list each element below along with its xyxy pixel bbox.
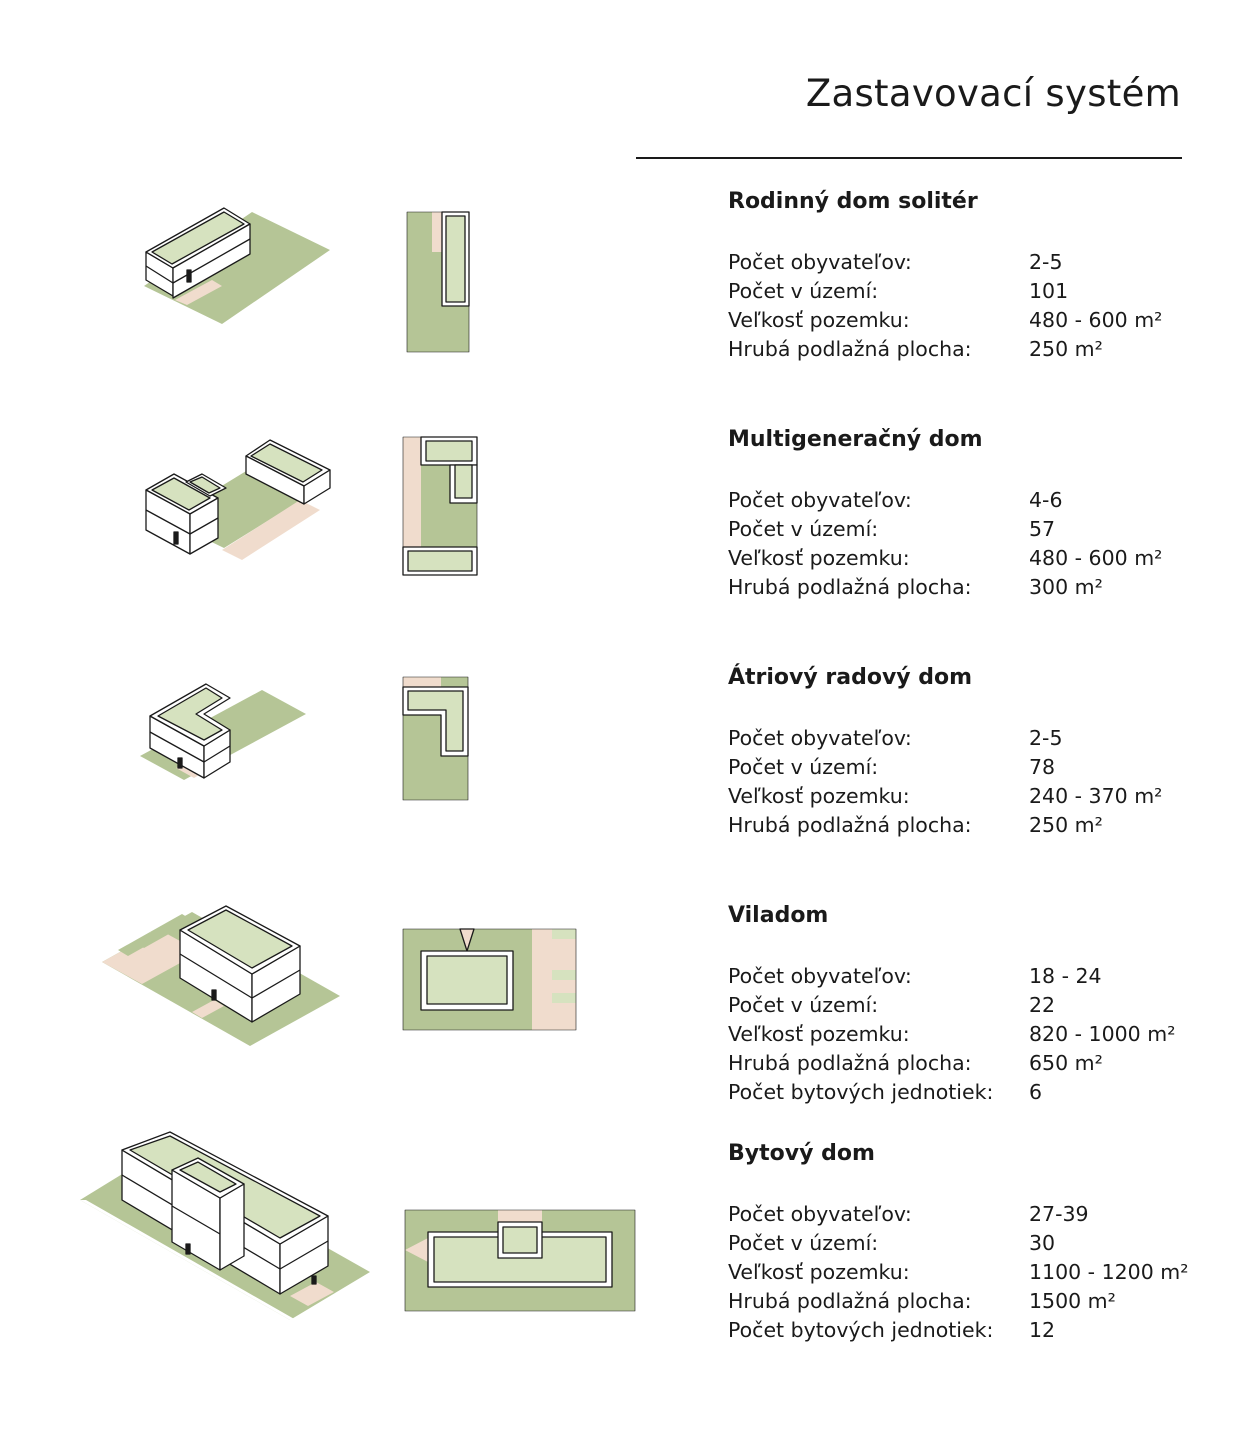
data-row: Veľkosť pozemku: 480 - 600 m² [728, 544, 1208, 573]
row-value: 2-5 [1029, 726, 1063, 750]
row-label: Počet obyvateľov: [728, 250, 912, 274]
isometric-building-icon [80, 1131, 370, 1320]
data-row: Počet v území: 78 [728, 753, 1208, 782]
isometric-building-icon [145, 439, 331, 560]
data-row: Počet v území: 57 [728, 515, 1208, 544]
data-row: Počet bytových jednotiek: 12 [728, 1316, 1208, 1345]
page-title: Zastavovací systém [805, 72, 1181, 115]
data-row: Hrubá podlažná plocha: 250 m² [728, 811, 1208, 840]
section-title: Átriový radový dom [728, 665, 973, 690]
row-value: 1100 - 1200 m² [1029, 1260, 1189, 1284]
section-atriovy-radovy-dom: Átriový radový dom Počet obyvateľov:2-5 … [728, 664, 1208, 840]
data-row: Hrubá podlažná plocha: 250 m² [728, 335, 1208, 364]
data-row: Počet v území: 101 [728, 277, 1208, 306]
row-label: Veľkosť pozemku: [728, 784, 910, 808]
data-row: Počet obyvateľov: 2-5 [728, 724, 1208, 753]
row-value: 30 [1029, 1231, 1056, 1255]
row-label: Počet obyvateľov: [728, 1202, 912, 1226]
data-row: Počet obyvateľov: 27-39 [728, 1200, 1208, 1229]
data-row: Počet obyvateľov: 4-6 [728, 486, 1208, 515]
row-value: 6 [1029, 1080, 1043, 1104]
row-value: 480 - 600 m² [1029, 308, 1163, 332]
plan-view-icon [402, 928, 577, 1031]
data-row: Veľkosť pozemku: 480 - 600 m² [728, 306, 1208, 335]
data-row: Veľkosť pozemku: 240 - 370 m² [728, 782, 1208, 811]
section-rodinny-dom: Rodinný dom solitér Počet obyvateľov: 2-5… [728, 188, 1208, 364]
row-value: 4-6 [1029, 488, 1063, 512]
row-value: 820 - 1000 m² [1029, 1022, 1176, 1046]
diagrams [80, 207, 636, 1320]
row-label: Hrubá podlažná plocha: [728, 1289, 972, 1313]
row-value: 78 [1029, 755, 1056, 779]
section-viladom: Viladom Počet obyvateľov: 18 - 24 Počet v… [728, 902, 1208, 1107]
data-row: Veľkosť pozemku: 1100 - 1200 m² [728, 1258, 1208, 1287]
row-value: 12 [1029, 1318, 1056, 1342]
row-value: 650 m² [1029, 1051, 1103, 1075]
row-value: 300 m² [1029, 575, 1103, 599]
isometric-building-icon [144, 207, 330, 324]
row-label: Veľkosť pozemku: [728, 1022, 910, 1046]
section-multigeneracny-dom: Multigeneračný dom Počet obyvateľov:4-6 … [728, 426, 1208, 602]
row-label: Hrubá podlažná plocha: [728, 1051, 972, 1075]
row-label: Veľkosť pozemku: [728, 308, 910, 332]
row-value: 1500 m² [1029, 1289, 1116, 1313]
plan-view-icon [402, 676, 469, 801]
row-label: Počet bytových jednotiek: [728, 1318, 994, 1342]
row-label: Veľkosť pozemku: [728, 1260, 910, 1284]
row-value: 18 - 24 [1029, 964, 1102, 988]
plan-view-icon [402, 436, 478, 576]
data-row: Počet bytových jednotiek: 6 [728, 1078, 1208, 1107]
row-label: Veľkosť pozemku: [728, 546, 910, 570]
row-value: 27-39 [1029, 1202, 1089, 1226]
section-bytovy-dom: Bytový dom Počet obyvateľov: 27-39 Počet … [728, 1140, 1208, 1345]
row-value: 480 - 600 m² [1029, 546, 1163, 570]
isometric-building-icon [102, 905, 340, 1046]
section-title: Viladom [728, 903, 829, 928]
data-row: Počet obyvateľov: 2-5 [728, 248, 1208, 277]
data-row: Hrubá podlažná plocha: 650 m² [728, 1049, 1208, 1078]
row-value: 240 - 370 m² [1029, 784, 1163, 808]
row-label: Počet v území: [728, 755, 879, 779]
row-label: Počet bytových jednotiek: [728, 1080, 994, 1104]
row-label: Hrubá podlažná plocha: [728, 575, 972, 599]
row-label: Hrubá podlažná plocha: [728, 337, 972, 361]
row-label: Počet obyvateľov: [728, 488, 912, 512]
row-value: 57 [1029, 517, 1056, 541]
data-row: Počet obyvateľov: 18 - 24 [728, 962, 1208, 991]
row-label: Počet obyvateľov: [728, 964, 912, 988]
data-row: Hrubá podlažná plocha: 1500 m² [728, 1287, 1208, 1316]
row-label: Počet obyvateľov: [728, 726, 912, 750]
plan-view-icon [404, 1209, 636, 1312]
row-value: 22 [1029, 993, 1056, 1017]
isometric-building-icon [140, 683, 306, 780]
row-value: 101 [1029, 279, 1069, 303]
section-title: Rodinný dom solitér [728, 189, 978, 214]
row-label: Počet v území: [728, 1231, 879, 1255]
data-row: Počet v území: 22 [728, 991, 1208, 1020]
plan-view-icon [406, 211, 470, 353]
data-row: Počet v území: 30 [728, 1229, 1208, 1258]
row-label: Hrubá podlažná plocha: [728, 813, 972, 837]
row-value: 250 m² [1029, 813, 1103, 837]
row-value: 2-5 [1029, 250, 1063, 274]
row-label: Počet v území: [728, 517, 879, 541]
data-row: Hrubá podlažná plocha: 300 m² [728, 573, 1208, 602]
section-title: Multigeneračný dom [728, 427, 983, 452]
row-label: Počet v území: [728, 279, 879, 303]
data-row: Veľkosť pozemku: 820 - 1000 m² [728, 1020, 1208, 1049]
title-divider [636, 157, 1182, 159]
section-title: Bytový dom [728, 1141, 875, 1166]
row-label: Počet v území: [728, 993, 879, 1017]
row-value: 250 m² [1029, 337, 1103, 361]
